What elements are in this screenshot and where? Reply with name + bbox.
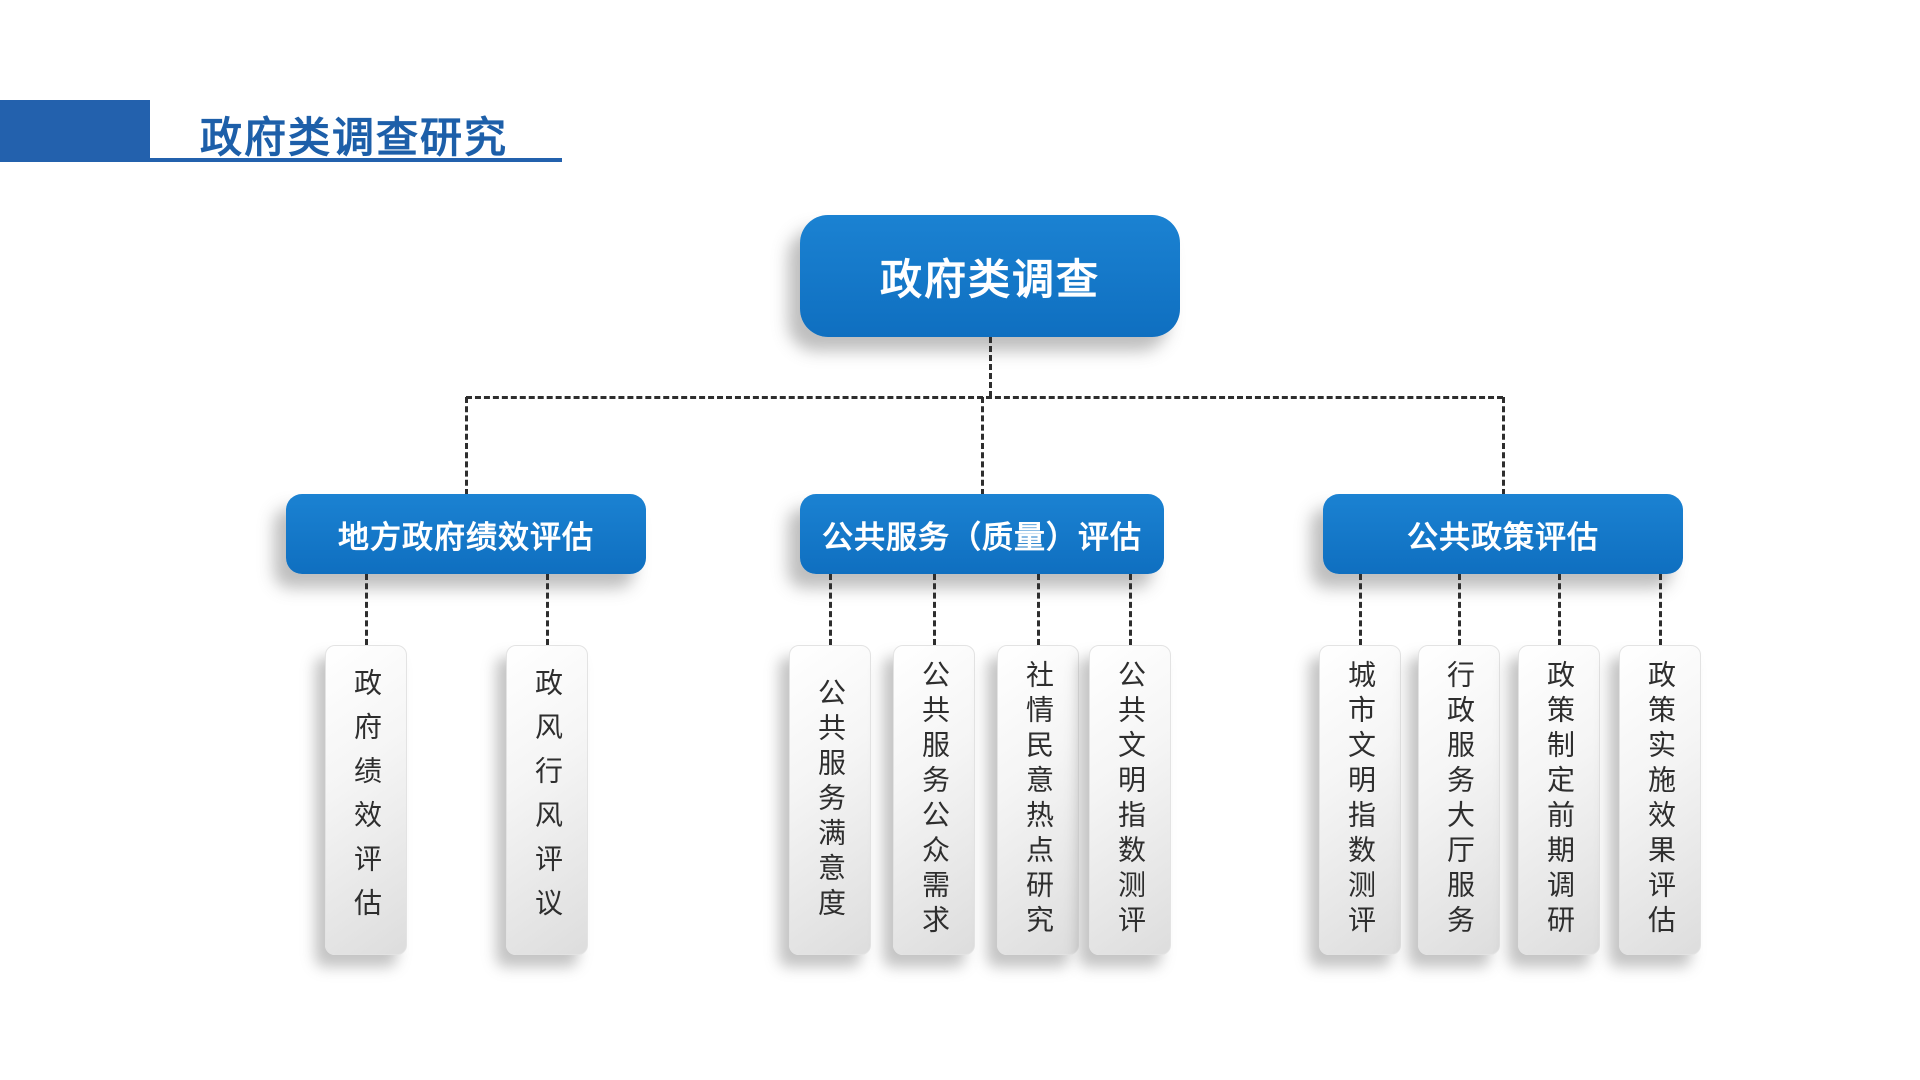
connector-leaf-stem [1359, 574, 1362, 645]
connector-leaf-stem [1458, 574, 1461, 645]
branch-node-public-service-quality: 公共服务（质量）评估 [800, 494, 1164, 574]
branch-node-local-gov-performance: 地方政府绩效评估 [286, 494, 646, 574]
leaf-label: 公共服务公众需求 [919, 660, 950, 940]
connector-leaf-stem [1037, 574, 1040, 645]
connector-root-stem [989, 337, 992, 397]
leaf-label: 城市文明指数测评 [1345, 660, 1376, 940]
title-accent-bar [0, 100, 150, 162]
leaf-card-public-service-satisfaction: 公共服务满意度 [789, 645, 871, 955]
connector-leaf-stem [365, 574, 368, 645]
connector-branch-2-stem [981, 397, 984, 495]
leaf-card-public-service-demand: 公共服务公众需求 [893, 645, 975, 955]
leaf-label: 社情民意热点研究 [1023, 660, 1054, 940]
connector-leaf-stem [1558, 574, 1561, 645]
root-node: 政府类调查 [800, 215, 1180, 337]
branch-node-label: 公共政策评估 [1407, 519, 1599, 555]
leaf-label: 公共服务满意度 [815, 677, 846, 923]
connector-leaf-stem [1659, 574, 1662, 645]
branch-node-public-policy: 公共政策评估 [1323, 494, 1683, 574]
branch-node-label: 地方政府绩效评估 [338, 519, 594, 555]
title-underline [0, 158, 562, 162]
root-node-label: 政府类调查 [879, 255, 1100, 303]
leaf-card-admin-service-hall: 行政服务大厅服务 [1418, 645, 1500, 955]
leaf-card-gov-performance-eval: 政府绩效评估 [325, 645, 407, 955]
connector-leaf-stem [1129, 574, 1132, 645]
leaf-card-city-civility-index: 城市文明指数测评 [1319, 645, 1401, 955]
connector-leaf-stem [546, 574, 549, 645]
connector-horizontal-rail [466, 396, 1503, 399]
leaf-card-public-opinion-hotspot: 社情民意热点研究 [997, 645, 1079, 955]
slide-title: 政府类调查研究 [200, 114, 509, 161]
leaf-label: 政策实施效果评估 [1645, 660, 1676, 940]
connector-leaf-stem [933, 574, 936, 645]
leaf-label: 政府绩效评估 [351, 668, 382, 932]
leaf-label: 公共文明指数测评 [1115, 660, 1146, 940]
leaf-label: 行政服务大厅服务 [1444, 660, 1475, 940]
connector-branch-1-stem [465, 397, 468, 495]
branch-node-label: 公共服务（质量）评估 [822, 519, 1142, 555]
leaf-card-gov-conduct-review: 政风行风评议 [506, 645, 588, 955]
leaf-card-policy-effect-eval: 政策实施效果评估 [1619, 645, 1701, 955]
connector-leaf-stem [829, 574, 832, 645]
leaf-label: 政策制定前期调研 [1544, 660, 1575, 940]
leaf-label: 政风行风评议 [532, 668, 563, 932]
leaf-card-policy-pre-research: 政策制定前期调研 [1518, 645, 1600, 955]
leaf-card-public-civility-index: 公共文明指数测评 [1089, 645, 1171, 955]
connector-branch-3-stem [1502, 397, 1505, 495]
